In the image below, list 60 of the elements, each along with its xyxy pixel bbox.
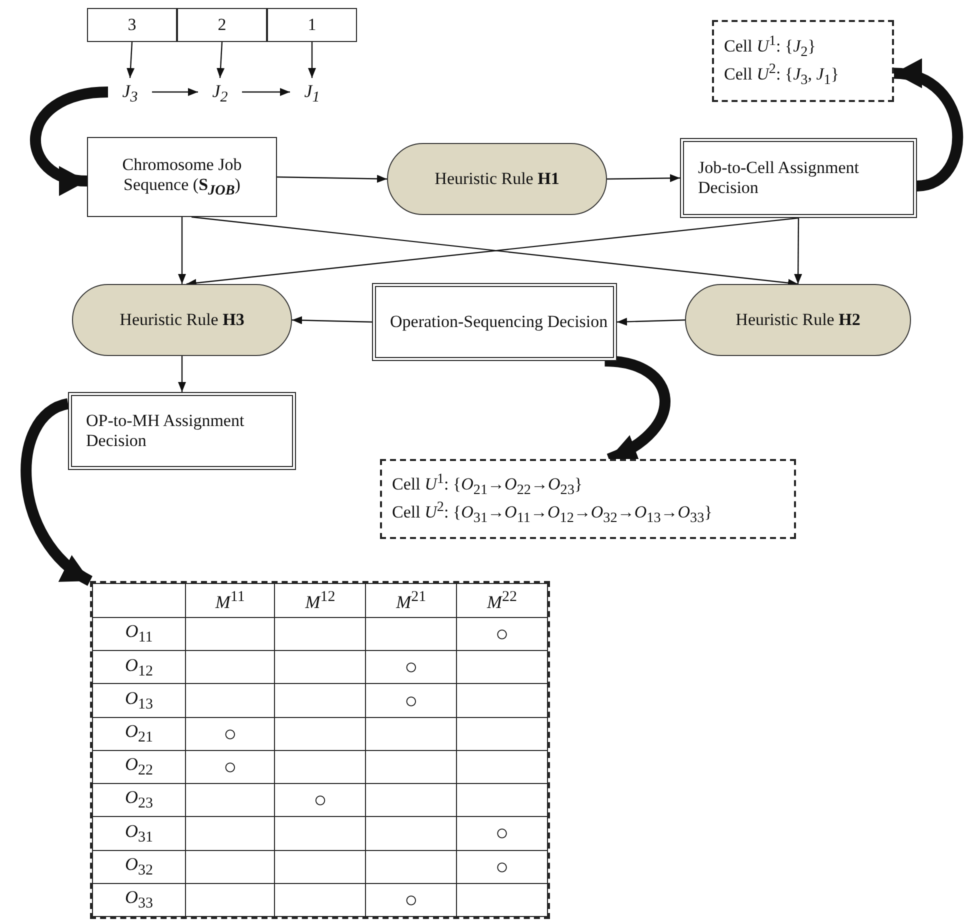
arrow bbox=[794, 218, 802, 284]
node-label: Operation-Sequencing Decision bbox=[390, 312, 608, 332]
selection-mark: ○ bbox=[186, 717, 275, 750]
row-header: O$_{31}$ bbox=[92, 816, 186, 850]
assignment-text: Cell U$^{1}$: {O$_{21}$→O$_{22}$→O$_{23}$} bbox=[392, 470, 583, 499]
decision-box bbox=[680, 138, 917, 218]
node-label: OP-to-MH Assignment Decision bbox=[86, 411, 246, 451]
column-header: M$^{22}$ bbox=[456, 584, 548, 618]
selection-mark: ○ bbox=[186, 750, 275, 784]
sequence-cell: 2 bbox=[177, 8, 267, 42]
row-header: O$_{32}$ bbox=[92, 850, 186, 884]
result-box bbox=[712, 20, 894, 102]
decision-box bbox=[68, 392, 296, 470]
selection-mark: ○ bbox=[456, 618, 548, 651]
node-label: Heuristic Rule H1 bbox=[434, 169, 560, 189]
row-header: O$_{13}$ bbox=[92, 684, 186, 718]
sequence-cell: 3 bbox=[87, 8, 177, 42]
arrow bbox=[276, 174, 388, 183]
process-box bbox=[87, 137, 277, 217]
row-header: O$_{21}$ bbox=[92, 717, 186, 750]
arrow bbox=[308, 42, 316, 78]
node-label: Heuristic Rule H3 bbox=[120, 310, 244, 330]
arrow bbox=[292, 316, 372, 324]
row-header: O$_{33}$ bbox=[92, 883, 186, 916]
result-box bbox=[380, 459, 796, 539]
job-variable: J$_{1}$ bbox=[290, 78, 334, 106]
arrow bbox=[126, 42, 135, 78]
node-label: Job-to-Cell Assignment Decision bbox=[698, 158, 860, 198]
selection-mark: ○ bbox=[456, 850, 548, 884]
arrow bbox=[178, 217, 186, 284]
sequence-cell: 1 bbox=[267, 8, 357, 42]
job-variable: J$_{2}$ bbox=[198, 78, 242, 106]
assignment-table-frame bbox=[90, 581, 550, 919]
arrow bbox=[216, 42, 225, 78]
row-header: O$_{12}$ bbox=[92, 650, 186, 684]
arrow bbox=[242, 88, 290, 96]
assignment-text: Cell U$^{2}$: {J$_{3}$, J$_{1}$} bbox=[724, 61, 840, 90]
node-label: Heuristic Rule H2 bbox=[736, 310, 860, 330]
job-variable: J$_{3}$ bbox=[108, 78, 152, 106]
row-header: O$_{11}$ bbox=[92, 618, 186, 651]
arrow bbox=[616, 318, 686, 326]
selection-mark: ○ bbox=[366, 684, 457, 718]
decision-box bbox=[372, 283, 617, 361]
selection-mark: ○ bbox=[366, 883, 457, 916]
column-header: M$^{12}$ bbox=[274, 584, 366, 618]
row-header: O$_{23}$ bbox=[92, 784, 186, 817]
node-label: Chromosome Job Sequence (S$_{JOB}$) bbox=[121, 154, 243, 200]
arrow bbox=[607, 174, 680, 182]
arrow bbox=[178, 356, 186, 392]
row-header: O$_{22}$ bbox=[92, 750, 186, 784]
column-header: M$^{21}$ bbox=[366, 584, 457, 618]
arrow bbox=[152, 88, 198, 96]
curved-arrow bbox=[30, 86, 108, 193]
assignment-text: Cell U$^{2}$: {O$_{31}$→O$_{11}$→O$_{12}$→O$_{32}$→O$_{13}$→O$_{33}$} bbox=[392, 499, 712, 528]
column-header: M$^{11}$ bbox=[186, 584, 275, 618]
assignment-text: Cell U$^{1}$: {J$_{2}$} bbox=[724, 32, 816, 61]
selection-mark: ○ bbox=[274, 784, 366, 817]
selection-mark: ○ bbox=[456, 816, 548, 850]
curved-arrow bbox=[893, 62, 963, 192]
selection-mark: ○ bbox=[366, 650, 457, 684]
